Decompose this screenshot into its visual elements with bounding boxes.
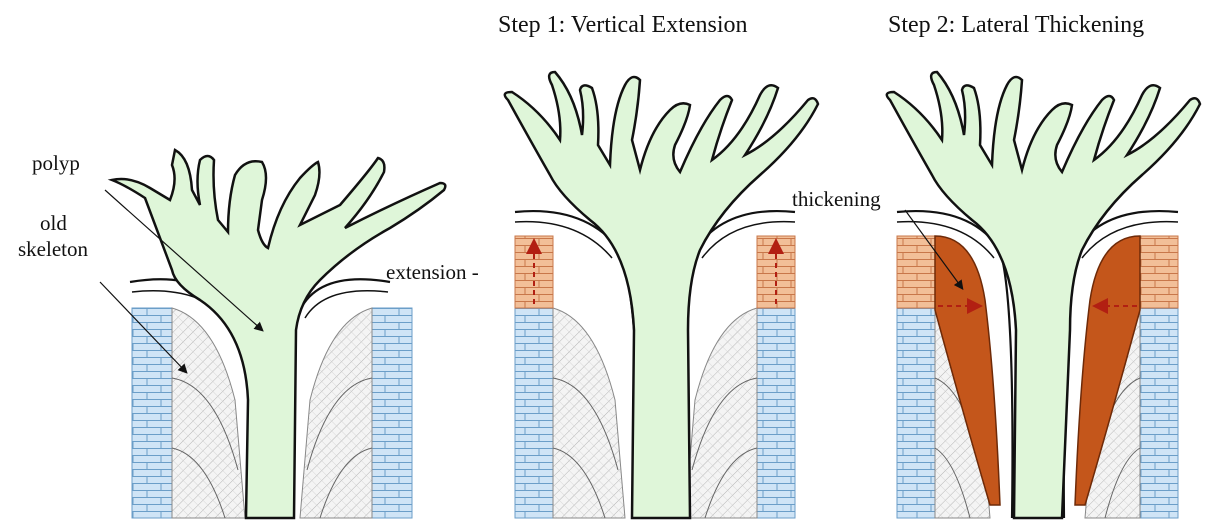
extension-label: extension - xyxy=(386,259,479,285)
panel-1-polyp-with-old-skeleton xyxy=(112,150,445,518)
right-hatched-skeleton xyxy=(300,308,372,518)
thickening-label: thickening xyxy=(792,186,881,212)
step2-title: Step 2: Lateral Thickening xyxy=(888,12,1144,39)
old-skeleton-label-line2: skeleton xyxy=(18,236,88,262)
left-wall-old-skeleton xyxy=(132,308,172,518)
step1-title: Step 1: Vertical Extension xyxy=(498,12,748,39)
old-skeleton-label-line1: old xyxy=(40,210,67,236)
panel-3-lateral-thickening xyxy=(887,72,1200,518)
polyp-label: polyp xyxy=(32,150,80,176)
right-wall-old-skeleton xyxy=(372,308,412,518)
panel-2-vertical-extension xyxy=(505,72,818,518)
